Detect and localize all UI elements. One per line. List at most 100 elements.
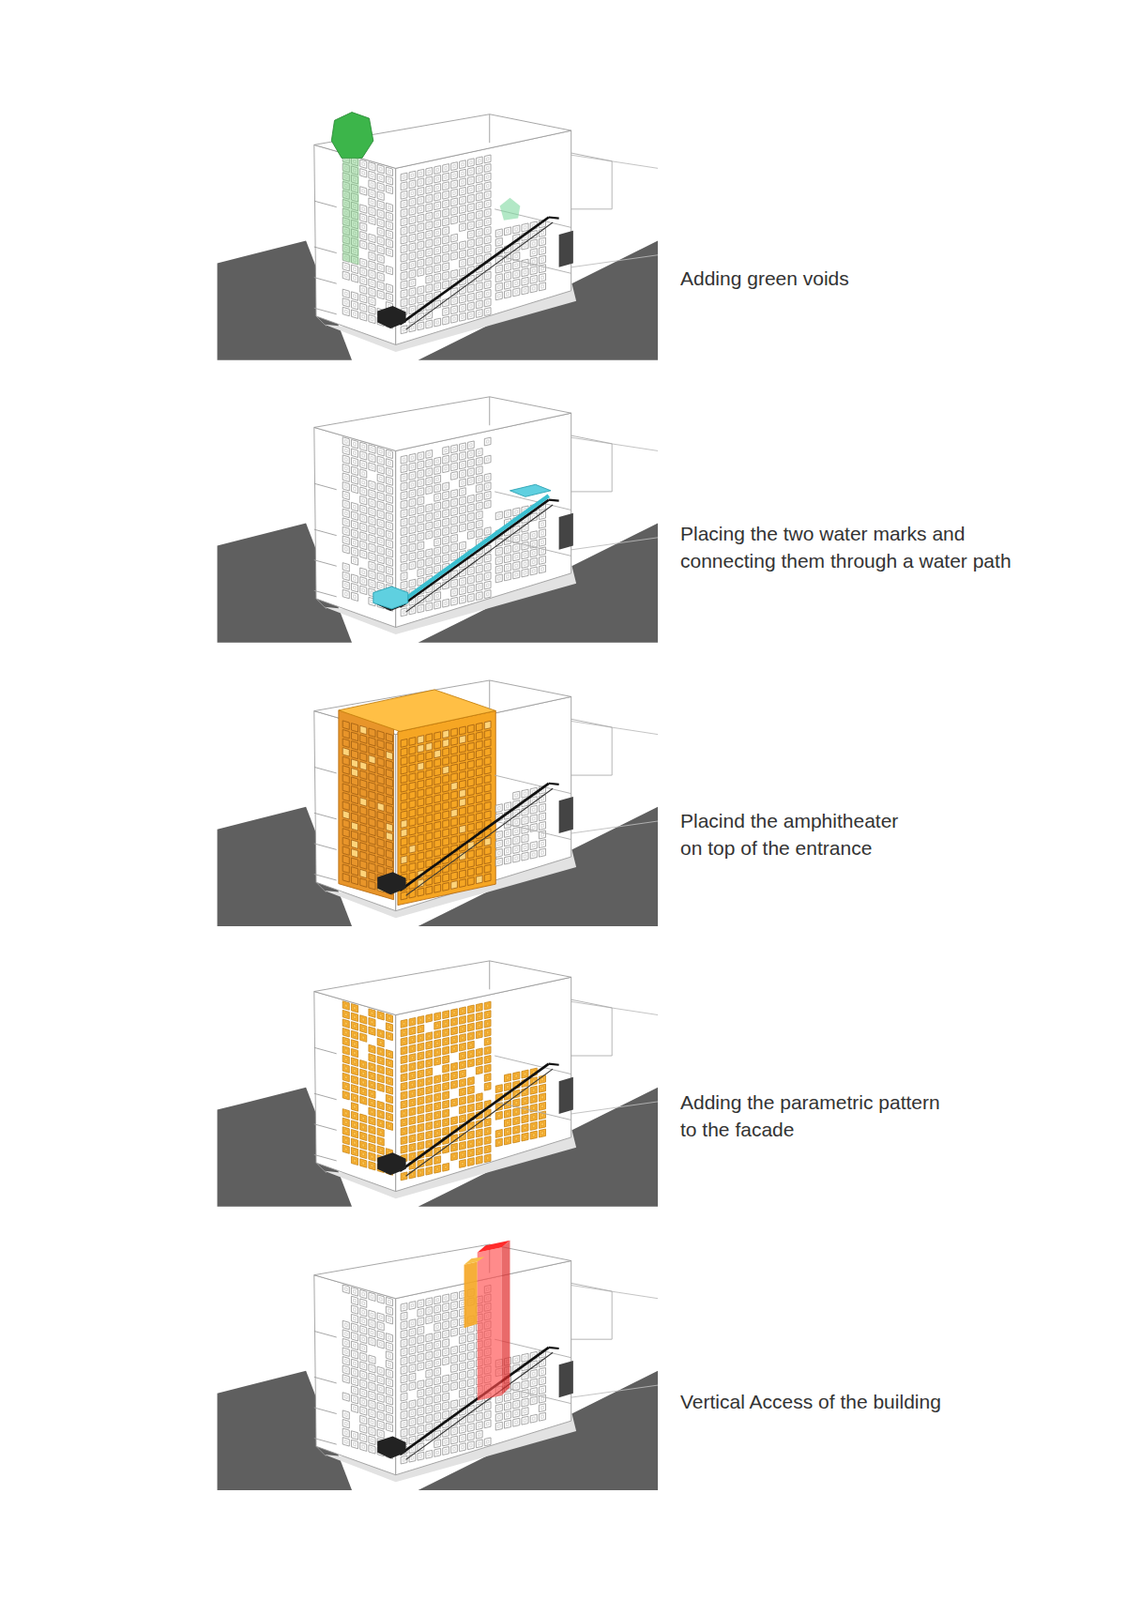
facade-cell — [385, 212, 393, 221]
facade-cell — [451, 516, 458, 525]
facade-cell — [467, 476, 474, 486]
facade-cell-inner — [461, 189, 464, 194]
facade-cell-inner — [486, 574, 488, 579]
facade-cell-inner — [461, 315, 464, 320]
facade-cell-inner — [470, 205, 472, 210]
facade-cell-inner — [370, 236, 374, 241]
facade-cell-inner — [478, 593, 481, 598]
facade-cell — [459, 726, 467, 735]
facade-cell — [368, 745, 376, 755]
facade-cell — [409, 462, 416, 472]
plot-line — [571, 821, 658, 834]
facade-cell — [475, 492, 483, 502]
facade-cell — [385, 858, 393, 868]
facade-cell — [350, 556, 358, 565]
facade-cell-inner — [461, 225, 464, 229]
facade-cell-inner — [402, 1102, 405, 1107]
facade-cell — [521, 816, 529, 825]
facade-cell — [360, 222, 367, 231]
facade-cell-inner — [436, 531, 439, 535]
facade-cell-inner — [436, 177, 439, 182]
facade-cell — [442, 873, 450, 883]
facade-cell-inner — [353, 504, 357, 509]
facade-cell-inner — [486, 220, 488, 225]
facade-cell — [342, 563, 350, 572]
facade-cell — [451, 489, 458, 499]
facade-cell-inner — [419, 517, 422, 521]
facade-cell-inner — [486, 301, 488, 305]
facade-cell-inner — [532, 242, 535, 246]
facade-cell-inner — [362, 288, 366, 292]
facade-cell-inner — [444, 166, 447, 170]
facade-cell-inner — [344, 291, 348, 296]
facade-cell — [467, 814, 474, 823]
facade-cell-inner — [419, 225, 422, 229]
facade-cell — [368, 305, 376, 315]
facade-cell — [385, 805, 393, 814]
facade-cell — [442, 846, 450, 855]
facade-cell-inner — [362, 578, 366, 583]
facade-cell-inner — [402, 211, 405, 215]
facade-cell — [400, 172, 408, 182]
facade-cell-inner — [506, 229, 510, 234]
facade-cell-inner — [515, 554, 518, 559]
facade-cell — [467, 778, 474, 788]
facade-cell — [426, 760, 433, 769]
facade-cell — [530, 850, 537, 859]
facade-cell — [409, 1044, 416, 1053]
facade-cell-inner — [419, 1072, 422, 1077]
facade-cell — [377, 446, 384, 456]
facade-cell-inner — [461, 544, 464, 548]
facade-cell-inner — [410, 1065, 413, 1069]
facade-cell-inner — [362, 534, 366, 539]
facade-cell-inner — [444, 493, 447, 498]
facade-cell — [385, 750, 393, 760]
facade-cell — [538, 812, 546, 822]
facade-cell — [504, 554, 512, 563]
facade-cell-inner — [436, 567, 439, 572]
facade-cell — [368, 773, 376, 782]
facade-cell — [426, 450, 433, 459]
facade-cell-inner — [453, 546, 456, 550]
facade-cell-inner — [486, 556, 488, 561]
facade-cell-inner — [444, 1031, 447, 1035]
facade-cell-inner — [444, 319, 447, 323]
facade-cell — [530, 248, 537, 258]
facade-cell — [459, 577, 467, 586]
facade-cell-inner — [427, 470, 430, 474]
facade-cell — [467, 769, 474, 778]
facade-cell-inner — [427, 1079, 430, 1083]
facade-cell-inner — [402, 1111, 405, 1116]
facade-cell — [409, 1142, 416, 1152]
facade-cell-inner — [344, 502, 348, 507]
facade-cell — [484, 855, 491, 865]
facade-cell-inner — [402, 529, 405, 533]
facade-cell-inner — [486, 228, 488, 233]
facade-cell — [385, 239, 393, 248]
facade-cell-inner — [362, 525, 366, 530]
facade-cell — [417, 1078, 425, 1087]
facade-cell — [409, 799, 416, 808]
facade-cell — [484, 298, 491, 307]
facade-cell-inner — [362, 462, 366, 467]
facade-cell-inner — [419, 207, 422, 212]
facade-cell — [521, 223, 529, 232]
facade-cell-inner — [370, 546, 374, 550]
facade-cell — [451, 305, 458, 315]
facade-cell — [538, 273, 546, 282]
right-face — [395, 696, 572, 911]
facade-cell-inner — [523, 836, 527, 841]
facade-cell-inner — [419, 1171, 422, 1175]
facade-cell-inner — [402, 1066, 405, 1071]
facade-cell — [538, 803, 546, 812]
facade-cell — [521, 268, 529, 277]
facade-cell-inner — [523, 243, 527, 248]
facade-cell-inner — [478, 513, 481, 518]
facade-cell-inner — [515, 838, 518, 843]
facade-cell-inner — [370, 483, 374, 487]
volume-edge — [571, 490, 612, 492]
facade-cell-inner — [410, 1029, 413, 1034]
facade-cell-inner — [410, 182, 413, 186]
facade-cell — [451, 745, 458, 755]
facade-cell-inner — [444, 256, 447, 260]
